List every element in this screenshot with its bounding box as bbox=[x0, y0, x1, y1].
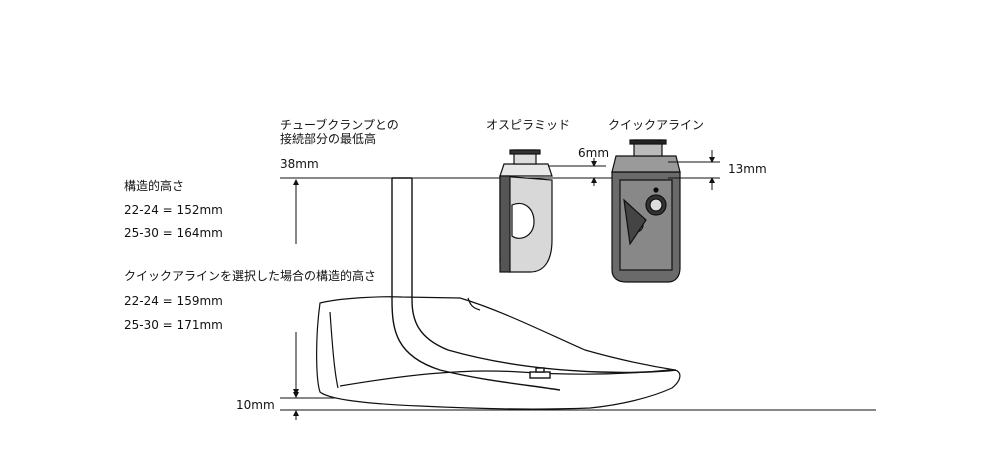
build-height-25-30: 25-30 = 164mm bbox=[124, 226, 223, 240]
quick-align-height-22-24: 22-24 = 159mm bbox=[124, 294, 223, 308]
keel bbox=[391, 177, 677, 391]
build-height-22-24: 22-24 = 152mm bbox=[124, 203, 223, 217]
quick-align-dim: 13mm bbox=[728, 162, 767, 176]
male-pyramid-title: オスピラミッド bbox=[486, 118, 571, 132]
tube-clamp-label-line2: 接続部分の最低高 bbox=[280, 132, 377, 146]
quick-align-adapter bbox=[611, 139, 681, 283]
male-pyramid-dim: 6mm bbox=[578, 146, 610, 160]
build-height-title: 構造的高さ bbox=[124, 179, 185, 193]
quick-align-height-25-30: 25-30 = 171mm bbox=[124, 318, 223, 332]
foot-shell bbox=[316, 296, 681, 410]
male-pyramid-adapter bbox=[499, 149, 553, 273]
quick-align-title: クイックアライン bbox=[608, 118, 705, 132]
dim-13mm bbox=[668, 150, 720, 190]
dim-6mm bbox=[548, 158, 606, 186]
tube-clamp-label-line1: チューブクランプとの bbox=[280, 118, 399, 132]
tube-clamp-value: 38mm bbox=[280, 157, 319, 171]
heel-offset-label: 10mm bbox=[236, 398, 275, 412]
quick-align-height-title: クイックアラインを選択した場合の構造的高さ bbox=[124, 269, 377, 283]
